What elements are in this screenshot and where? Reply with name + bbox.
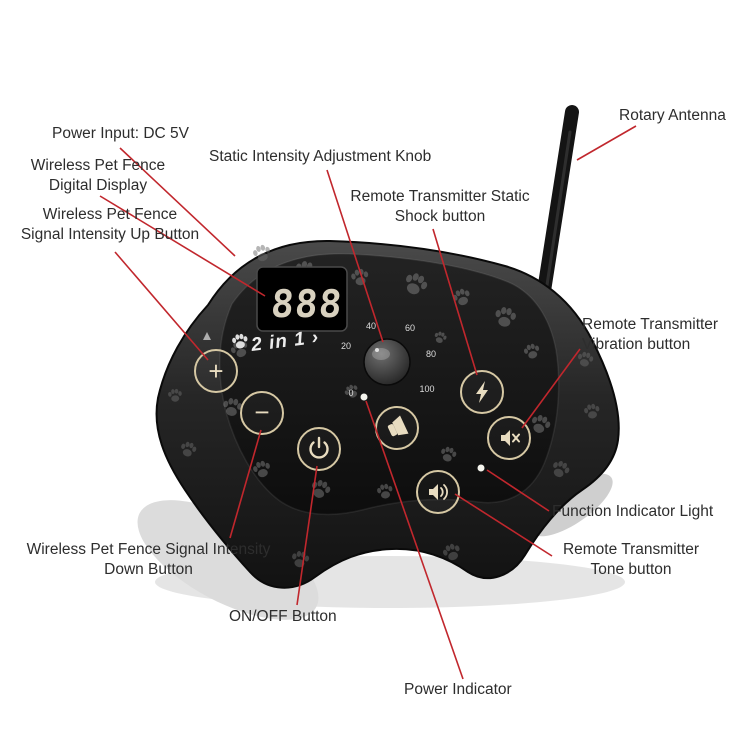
line-rotary-antenna — [576, 125, 637, 161]
signal-up-button: + — [194, 349, 238, 393]
label-digital-display: Wireless Pet Fence Digital Display — [30, 157, 166, 195]
base-shell-right — [531, 473, 613, 537]
label-intensity-up: Wireless Pet Fence Signal Intensity Up B… — [20, 206, 200, 244]
line-intensity-up — [114, 251, 209, 361]
lightning-icon — [476, 381, 488, 403]
signal-down-button: − — [240, 391, 284, 435]
minus-icon: − — [254, 397, 269, 427]
svg-text:20: 20 — [341, 341, 351, 351]
line-vibration — [521, 348, 581, 429]
label-power-input: Power Input: DC 5V — [52, 125, 189, 142]
label-onoff: ON/OFF Button — [229, 608, 337, 625]
power-icon — [309, 436, 329, 459]
label-vibration: Remote Transmitter Vibration button — [582, 316, 719, 354]
tone-button — [416, 470, 460, 514]
line-power-indicator — [365, 400, 464, 680]
label-tone: Remote Transmitter Tone button — [562, 541, 700, 579]
line-knob — [326, 169, 384, 343]
line-intensity-down — [229, 429, 262, 539]
vibration-icon — [501, 430, 520, 446]
display-value: 888 — [269, 282, 344, 326]
power-button — [297, 427, 341, 471]
line-power-input — [119, 147, 236, 257]
svg-text:100: 100 — [419, 384, 434, 394]
label-intensity-down: Wireless Pet Fence Signal Intensity Down… — [26, 541, 271, 579]
line-function-light — [486, 469, 550, 512]
svg-text:0: 0 — [348, 388, 353, 398]
vibration-button — [487, 416, 531, 460]
line-static-shock — [432, 228, 478, 376]
knob-scale: 0 20 40 60 80 100 — [341, 321, 436, 398]
horn-button — [375, 406, 419, 450]
static-shock-button — [460, 370, 504, 414]
power-indicator-light — [360, 393, 368, 401]
line-onoff — [296, 465, 318, 606]
label-function-light: Function Indicator Light — [552, 503, 714, 520]
function-indicator-light — [477, 464, 485, 472]
label-static-shock: Remote Transmitter Static Shock button — [350, 188, 530, 226]
svg-text:40: 40 — [366, 321, 376, 331]
svg-text:80: 80 — [426, 349, 436, 359]
label-rotary-antenna: Rotary Antenna — [619, 107, 726, 124]
label-knob: Static Intensity Adjustment Knob — [209, 148, 432, 165]
digital-display: 888 — [256, 266, 348, 332]
plus-icon: + — [208, 356, 223, 386]
line-tone — [454, 493, 553, 557]
horn-icon — [387, 415, 409, 437]
speaker-icon — [429, 484, 448, 500]
up-arrow-icon — [203, 332, 211, 340]
base-shell — [137, 500, 319, 620]
svg-text:60: 60 — [405, 323, 415, 333]
annotation-lines — [99, 125, 637, 680]
intensity-knob — [363, 338, 411, 386]
label-power-indicator: Power Indicator — [404, 681, 512, 698]
line-digital-display — [99, 195, 266, 297]
